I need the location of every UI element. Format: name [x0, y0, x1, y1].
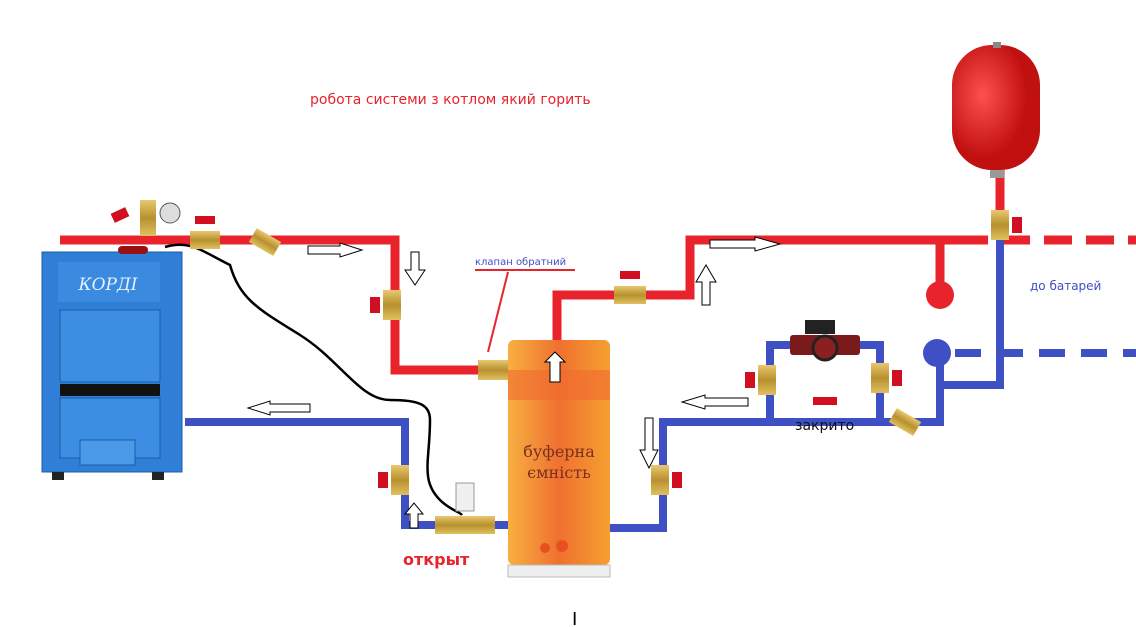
sensor-cable — [164, 243, 464, 516]
expansion-tank — [952, 42, 1040, 178]
buffer-label-2: ємність — [527, 463, 591, 482]
arrow-up-icon — [403, 502, 425, 529]
return-collector-icon — [923, 339, 951, 367]
text-cursor: I — [572, 609, 577, 627]
diagram-title: робота системи з котлом який горить — [310, 92, 591, 108]
arrow-right-icon — [709, 236, 782, 252]
strainer-icon — [248, 228, 282, 256]
ball-valve-icon — [745, 365, 776, 395]
arrow-left-icon — [246, 400, 311, 416]
arrow-left-icon — [680, 394, 749, 410]
ball-valve-icon — [651, 465, 682, 495]
ball-valve-icon — [378, 465, 409, 495]
ball-valve-icon — [370, 290, 401, 320]
closed-label: закрито — [795, 418, 854, 434]
arrow-up-icon — [543, 351, 567, 383]
boiler-brand: КОРДІ — [77, 275, 137, 295]
arrow-down-icon — [639, 417, 659, 470]
ball-valve-icon — [190, 216, 220, 249]
check-valve-label: клапан обратний — [475, 257, 566, 268]
ball-valve-icon — [614, 271, 646, 304]
ball-valves — [190, 210, 1022, 534]
arrow-right-icon — [307, 242, 364, 258]
callout-pointer — [487, 271, 509, 353]
ball-valve-icon — [991, 210, 1022, 240]
circulation-pump-icon — [790, 320, 860, 362]
closed-valve-icon — [813, 397, 837, 405]
safety-group — [110, 200, 181, 236]
thermostatic-valve-icon — [435, 482, 495, 534]
arrow-up-icon — [695, 264, 717, 306]
supply-collector-icon — [926, 281, 954, 309]
buffer-label-1: буферна — [523, 442, 595, 461]
flow-arrows — [246, 236, 782, 529]
ball-valve-icon — [871, 363, 902, 393]
strainer-icon — [888, 408, 922, 436]
arrow-down-icon — [404, 251, 426, 286]
to-radiators-label: до батарей — [1030, 279, 1101, 293]
check-valve-icon — [478, 360, 510, 380]
buffer-tank: буферна ємність — [507, 340, 611, 578]
boiler: КОРДІ — [41, 246, 183, 480]
open-label: открыт — [403, 550, 470, 569]
